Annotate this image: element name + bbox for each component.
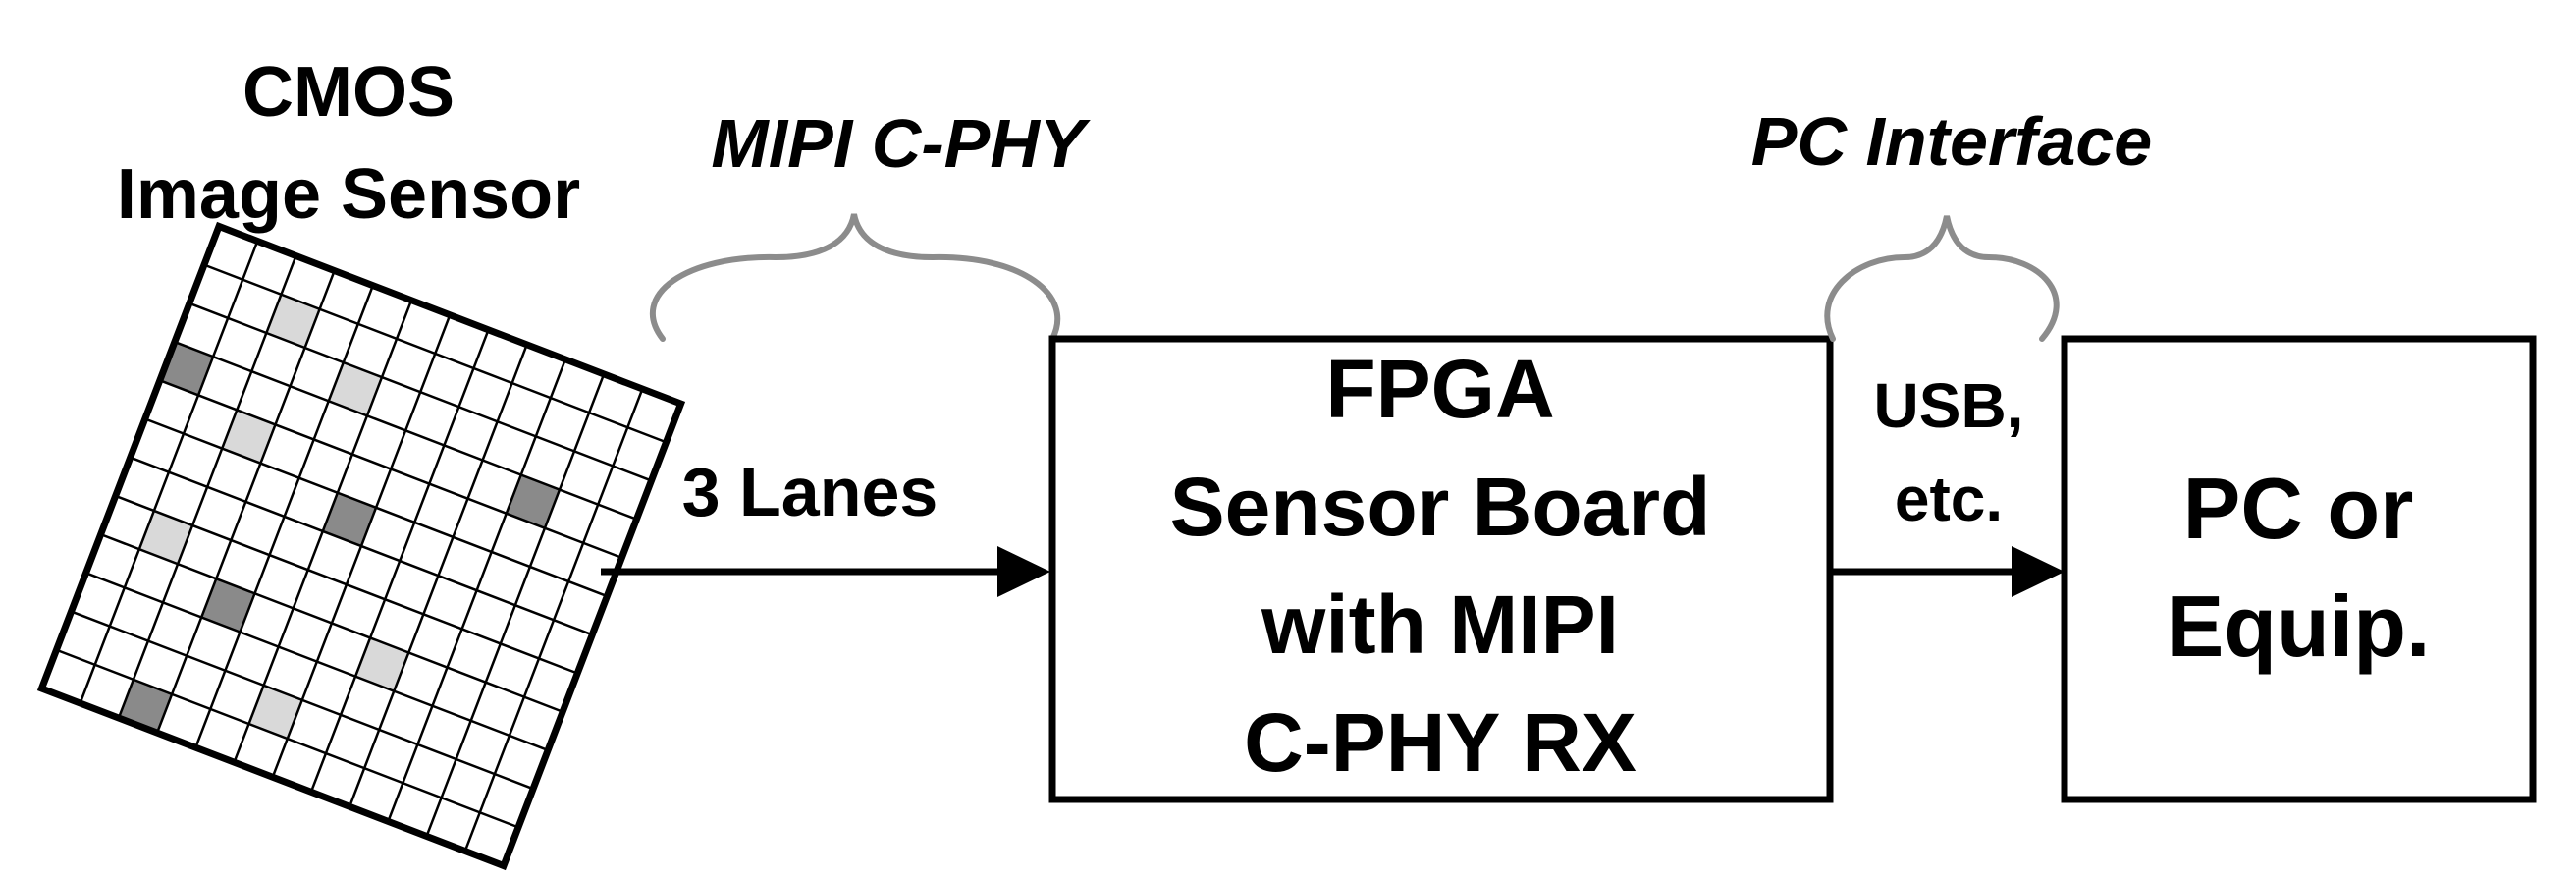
fpga-box bbox=[1048, 335, 1834, 803]
sensor-grid-row-line bbox=[71, 610, 534, 791]
pc-label-line2: Equip. bbox=[2167, 578, 2431, 675]
sensor-pixel-light bbox=[222, 410, 276, 464]
usb-label-line1: USB, bbox=[1874, 370, 2024, 441]
sensor-grid-row-line bbox=[130, 456, 593, 636]
pc-interface-brace bbox=[1824, 215, 2060, 342]
sensor-group: CMOS Image Sensor bbox=[36, 53, 686, 871]
mipi-cphy-brace bbox=[649, 213, 1061, 342]
sensor-grid-row-line bbox=[85, 572, 549, 752]
usb-label-line2: etc. bbox=[1895, 464, 2003, 534]
sensor-outline bbox=[36, 221, 686, 871]
sensor-grid-row-line bbox=[144, 417, 608, 598]
sensor-grid-row-line bbox=[203, 263, 667, 444]
sensor-to-fpga-arrowhead bbox=[997, 546, 1050, 597]
sensor-grid-lines bbox=[56, 241, 667, 852]
fpga-to-pc-arrowhead bbox=[2012, 546, 2065, 597]
link1-group: MIPI C-PHY 3 Lanes bbox=[601, 105, 1091, 597]
sensor-grid-row-line bbox=[188, 302, 652, 482]
sensor-pixel-dark bbox=[506, 474, 560, 528]
sensor-grid-row-line bbox=[159, 379, 622, 560]
sensor-pixel-dark bbox=[322, 492, 377, 546]
sensor-grid-row-line bbox=[56, 648, 519, 829]
pc-box bbox=[2061, 335, 2537, 803]
pc-box-group: PC or Equip. bbox=[2061, 335, 2537, 803]
pc-label-line1: PC or bbox=[2183, 460, 2414, 557]
sensor-pixel-light bbox=[355, 637, 409, 691]
lanes-label: 3 Lanes bbox=[682, 454, 939, 530]
sensor-pixel-light bbox=[266, 294, 320, 349]
sensor-chip bbox=[36, 221, 686, 871]
fpga-label-line2: Sensor Board bbox=[1170, 461, 1711, 553]
sensor-pixel-light bbox=[138, 510, 193, 565]
sensor-grid-row-line bbox=[115, 494, 578, 675]
pc-interface-label: PC Interface bbox=[1751, 103, 2152, 180]
fpga-label-line3: with MIPI bbox=[1261, 578, 1619, 671]
mipi-cphy-label: MIPI C-PHY bbox=[711, 105, 1090, 182]
link2-group: PC Interface USB, etc. bbox=[1751, 103, 2152, 597]
fpga-label-line1: FPGA bbox=[1325, 343, 1554, 435]
sensor-title-line2: Image Sensor bbox=[117, 155, 580, 234]
sensor-pixel-cells bbox=[118, 294, 560, 740]
sensor-pixel-light bbox=[328, 362, 382, 416]
sensor-grid-row-line bbox=[174, 340, 637, 521]
sensor-pixel-dark bbox=[201, 578, 255, 632]
sensor-grid-row-line bbox=[100, 532, 564, 713]
fpga-box-group: FPGA Sensor Board with MIPI C-PHY RX bbox=[1048, 335, 1834, 803]
sensor-title-line1: CMOS bbox=[242, 53, 455, 132]
sensor-pixel-light bbox=[248, 685, 302, 740]
fpga-label-line4: C-PHY RX bbox=[1244, 696, 1637, 789]
